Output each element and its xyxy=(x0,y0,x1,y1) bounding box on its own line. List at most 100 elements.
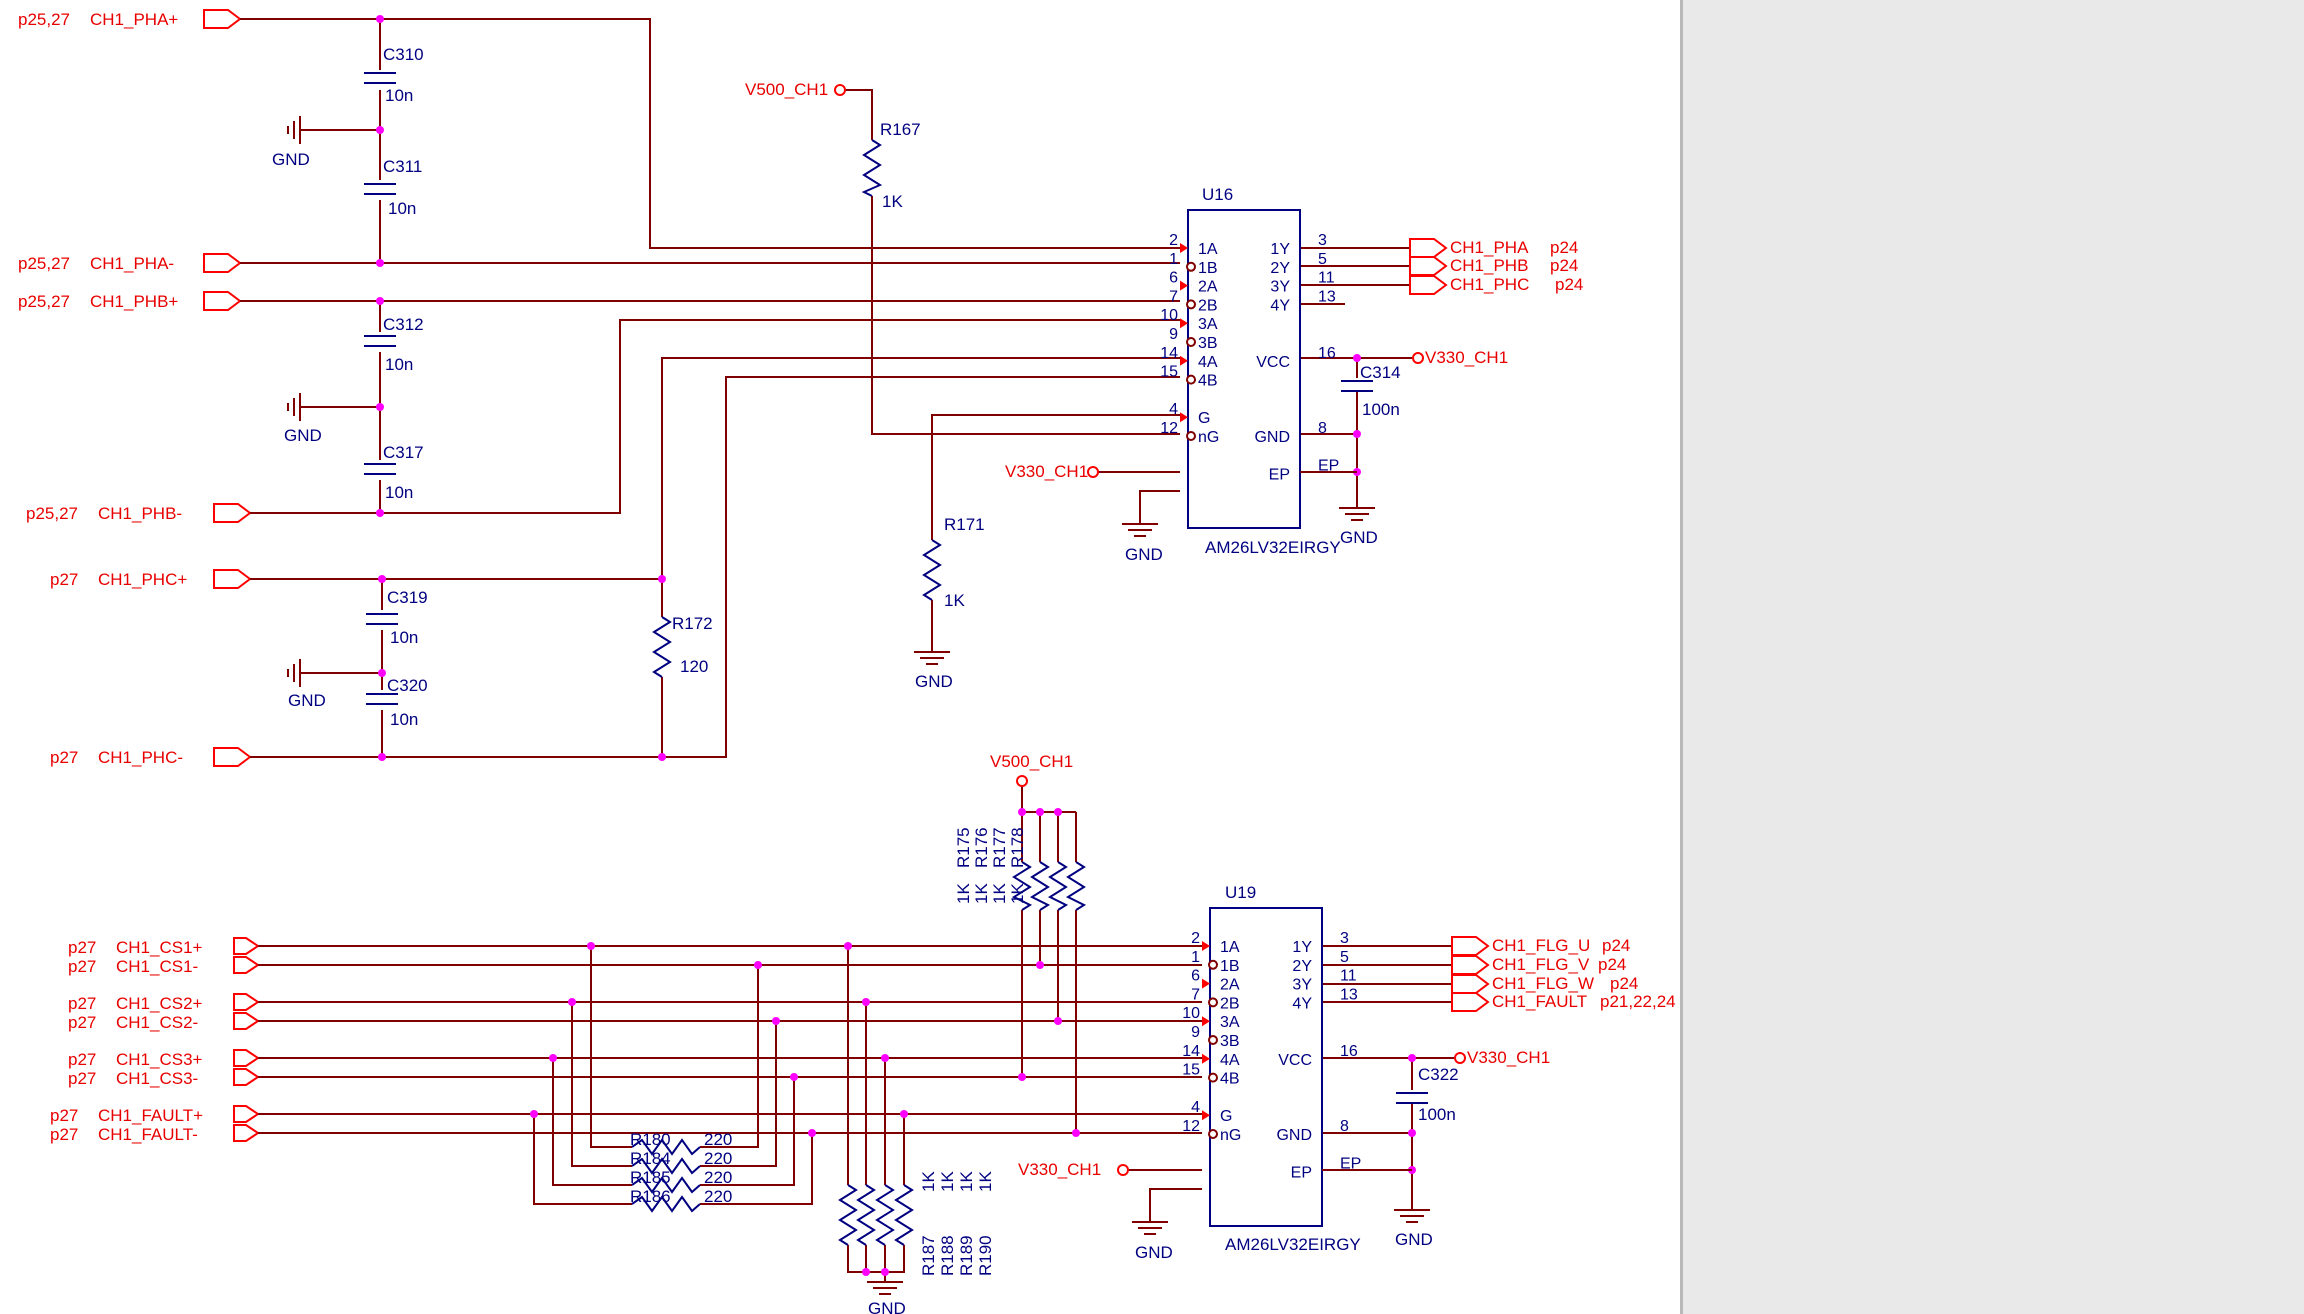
output-ch1-pha[interactable]: CH1_PHA p24 xyxy=(1409,238,1578,258)
pin-name: 2A xyxy=(1220,977,1240,994)
pin-name: 4B xyxy=(1220,1071,1240,1088)
resistor-r187: 1K R187 xyxy=(838,1171,938,1276)
pin-name: VCC xyxy=(1256,354,1290,371)
pin-number: 6 xyxy=(1169,270,1178,287)
svg-text:10n: 10n xyxy=(385,355,413,374)
output-ch1-flg-u[interactable]: CH1_FLG_U p24 xyxy=(1451,936,1630,956)
pin-bubble xyxy=(1208,1072,1218,1083)
output-ch1-flg-w[interactable]: CH1_FLG_W p24 xyxy=(1451,974,1638,994)
capacitor-c322: C322 100n xyxy=(1396,1065,1459,1124)
pin-number: 16 xyxy=(1340,1043,1358,1060)
resistor-r176: R176 1K xyxy=(972,827,1051,911)
svg-text:R180: R180 xyxy=(630,1130,671,1149)
svg-text:p27: p27 xyxy=(68,994,96,1013)
svg-text:CH1_CS3-: CH1_CS3- xyxy=(116,1069,198,1088)
pin-name: 2B xyxy=(1198,297,1218,314)
svg-text:GND: GND xyxy=(272,150,310,169)
svg-text:p24: p24 xyxy=(1550,238,1578,257)
power-v330-vcc-u16: V330_CH1 xyxy=(1412,348,1508,367)
pin-number: 7 xyxy=(1191,986,1200,1003)
resistor-r180: R180 220 xyxy=(630,1130,732,1156)
pin-bubble xyxy=(1186,337,1196,347)
svg-text:V330_CH1: V330_CH1 xyxy=(1005,462,1088,481)
capacitor-c317: C317 10n xyxy=(364,443,424,502)
port-ch1-cs3-minus[interactable]: p27 CH1_CS3- xyxy=(68,1068,260,1088)
ic-u16[interactable]: U16 AM26LV32EIRGY xyxy=(1187,185,1341,557)
svg-text:GND: GND xyxy=(1135,1243,1173,1262)
svg-text:C310: C310 xyxy=(383,45,424,64)
ic-u19[interactable]: U19 AM26LV32EIRGY xyxy=(1209,883,1361,1254)
power-v330-g-u19: V330_CH1 xyxy=(1018,1160,1129,1179)
pin-number: 11 xyxy=(1340,968,1357,985)
pin-name: 2Y xyxy=(1270,260,1290,277)
port-ch1-cs3-plus[interactable]: p27 CH1_CS3+ xyxy=(68,1049,260,1069)
svg-text:10n: 10n xyxy=(385,86,413,105)
schematic-sheet xyxy=(0,0,1683,1314)
svg-text:p21,22,24: p21,22,24 xyxy=(1600,992,1676,1011)
pin-name: 3A xyxy=(1220,1014,1240,1031)
svg-text:1K: 1K xyxy=(972,883,991,904)
svg-text:U16: U16 xyxy=(1202,185,1233,204)
svg-text:C317: C317 xyxy=(383,443,424,462)
port-ch1-cs1-minus[interactable]: p27 CH1_CS1- xyxy=(68,956,260,976)
pin-arrow xyxy=(1202,1110,1210,1121)
svg-text:CH1_FAULT+: CH1_FAULT+ xyxy=(98,1106,203,1125)
port-ch1-fault-plus[interactable]: p27 CH1_FAULT+ xyxy=(50,1105,260,1125)
port-ch1-cs2-minus[interactable]: p27 CH1_CS2- xyxy=(68,1012,260,1032)
pin-number: 15 xyxy=(1182,1062,1200,1079)
pin-number: 8 xyxy=(1340,1118,1349,1135)
port-ch1-phb-plus[interactable]: p25,27 CH1_PHB+ xyxy=(18,291,242,311)
svg-text:R177: R177 xyxy=(990,827,1009,868)
port-ch1-fault-minus[interactable]: p27 CH1_FAULT- xyxy=(50,1124,260,1144)
svg-text:CH1_FAULT: CH1_FAULT xyxy=(1492,992,1587,1011)
pin-arrow xyxy=(1180,243,1188,253)
output-ch1-phc[interactable]: CH1_PHC p24 xyxy=(1409,275,1583,295)
port-ch1-pha-minus[interactable]: p25,27 CH1_PHA- xyxy=(18,253,242,273)
ground-u19-ng: GND xyxy=(1132,1221,1173,1262)
svg-text:R188: R188 xyxy=(938,1235,957,1276)
svg-text:R171: R171 xyxy=(944,515,985,534)
ground-u16-gnd: GND xyxy=(1339,507,1378,547)
pin-number: 15 xyxy=(1160,364,1178,381)
svg-text:GND: GND xyxy=(868,1299,906,1314)
svg-text:R190: R190 xyxy=(976,1235,995,1276)
power-v500-bottom: V500_CH1 xyxy=(990,752,1073,787)
port-ch1-phb-minus[interactable]: p25,27 CH1_PHB- xyxy=(26,503,252,523)
svg-text:CH1_CS2-: CH1_CS2- xyxy=(116,1013,198,1032)
output-ch1-phb[interactable]: CH1_PHB p24 xyxy=(1409,256,1578,276)
svg-text:V330_CH1: V330_CH1 xyxy=(1425,348,1508,367)
ground-u16-ng: GND xyxy=(1122,523,1163,564)
pin-name: 2Y xyxy=(1292,958,1312,975)
port-ch1-phc-minus[interactable]: p27 CH1_PHC- xyxy=(50,747,252,767)
svg-text:1K: 1K xyxy=(938,1171,957,1192)
port-ch1-phc-plus[interactable]: p27 CH1_PHC+ xyxy=(50,569,252,589)
svg-text:CH1_PHA-: CH1_PHA- xyxy=(90,254,174,273)
output-ch1-fault[interactable]: CH1_FAULT p21,22,24 xyxy=(1451,992,1676,1012)
svg-text:C312: C312 xyxy=(383,315,424,334)
svg-text:220: 220 xyxy=(704,1130,732,1149)
svg-text:CH1_PHC+: CH1_PHC+ xyxy=(98,570,187,589)
pin-bubble xyxy=(1186,299,1196,310)
svg-text:1K: 1K xyxy=(990,883,1009,904)
pin-name: GND xyxy=(1254,429,1290,446)
bottom-wiring xyxy=(258,785,1454,1282)
pin-name: 3A xyxy=(1198,316,1218,333)
svg-text:p27: p27 xyxy=(68,1050,96,1069)
svg-text:CH1_CS2+: CH1_CS2+ xyxy=(116,994,203,1013)
pin-number: 4 xyxy=(1191,1099,1200,1116)
port-ch1-pha-plus[interactable]: p25,27 CH1_PHA+ xyxy=(18,9,242,29)
pin-number: 7 xyxy=(1169,288,1178,305)
pin-number: 3 xyxy=(1340,930,1349,947)
resistor-r188: 1K R188 xyxy=(856,1171,957,1276)
svg-text:R187: R187 xyxy=(919,1235,938,1276)
resistor-r178: R178 1K xyxy=(1008,827,1087,911)
output-ch1-flg-v[interactable]: CH1_FLG_V p24 xyxy=(1451,955,1626,975)
ground-symbol-1: GND xyxy=(272,116,310,169)
ground-symbol-2: GND xyxy=(284,393,322,445)
port-ch1-cs2-plus[interactable]: p27 CH1_CS2+ xyxy=(68,993,260,1013)
capacitor-c312: C312 10n xyxy=(364,315,424,374)
svg-text:CH1_FLG_U: CH1_FLG_U xyxy=(1492,936,1590,955)
svg-text:GND: GND xyxy=(284,426,322,445)
port-ch1-cs1-plus[interactable]: p27 CH1_CS1+ xyxy=(68,937,260,957)
